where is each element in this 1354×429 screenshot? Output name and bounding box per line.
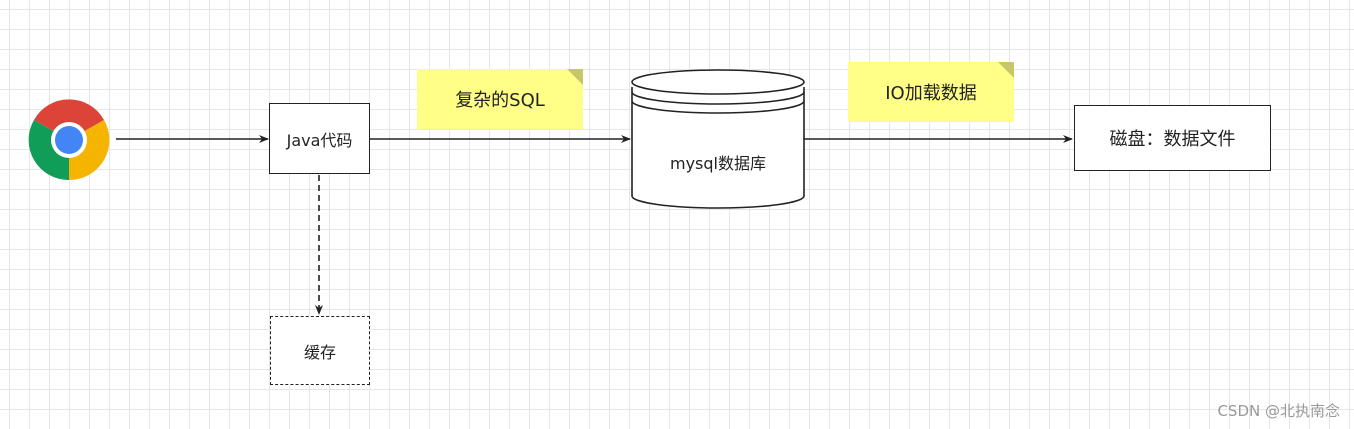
cache-node: 缓存 (270, 316, 370, 385)
note-complex-sql: 复杂的SQL (417, 69, 583, 129)
disk-label: 磁盘：数据文件 (1109, 129, 1236, 150)
java-code-node: Java代码 (269, 103, 370, 174)
note-io-load-text: IO加载数据 (885, 83, 977, 104)
disk-node: 磁盘：数据文件 (1074, 105, 1271, 171)
mysql-label-wrap: mysql数据库 (632, 140, 804, 184)
note-fold (567, 69, 583, 85)
database-cylinder (631, 69, 805, 209)
mysql-label: mysql数据库 (670, 154, 766, 173)
note-io-load: IO加载数据 (848, 62, 1014, 122)
java-code-label: Java代码 (286, 130, 353, 150)
watermark: CSDN @北执南念 (1217, 402, 1340, 420)
chrome-icon (28, 99, 110, 181)
note-fold (998, 62, 1014, 78)
cache-label: 缓存 (303, 342, 336, 362)
note-complex-sql-text: 复杂的SQL (455, 90, 545, 111)
